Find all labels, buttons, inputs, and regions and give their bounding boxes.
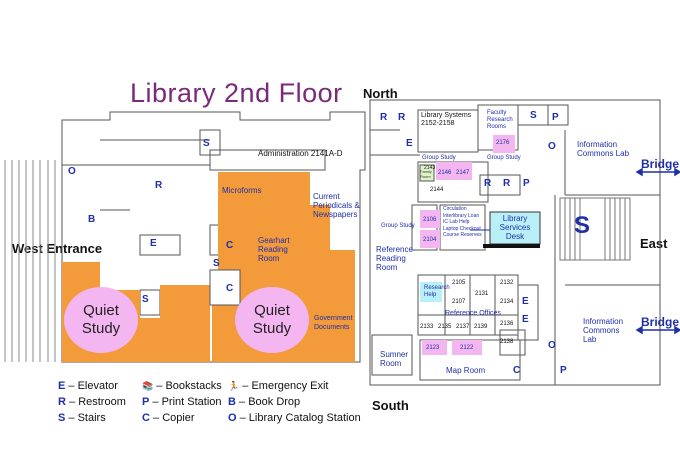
room-2144: 2144 xyxy=(430,187,444,193)
stairs-icon: S xyxy=(203,138,210,149)
group-study-north-b: Group Study xyxy=(487,155,521,161)
room-2146: 2146 xyxy=(438,170,452,176)
stairs-icon: S xyxy=(142,294,149,305)
compass-west-entrance: West Entrance xyxy=(12,241,103,256)
room-2135: 2135 xyxy=(438,324,452,330)
reference-reading-room-label: Reference Reading Room xyxy=(376,245,413,272)
legend-item-bookstacks: 📚 – Bookstacks xyxy=(142,380,222,392)
room-2132: 2132 xyxy=(500,280,514,286)
room-2147: 2147 xyxy=(456,170,470,176)
room-2139: 2139 xyxy=(474,324,488,330)
group-study-west: Group Study xyxy=(381,223,415,229)
restroom-icon: R xyxy=(503,178,511,189)
copier-icon: C xyxy=(226,283,234,294)
desk-services-list: Circulation Interlibrary Loan IC Lab Hel… xyxy=(443,206,482,239)
compass-north: North xyxy=(363,86,398,101)
quiet-study-gearhart-label: Quiet Study xyxy=(252,302,292,337)
catalog-station-icon: O xyxy=(548,340,556,351)
restroom-icon: R xyxy=(155,180,163,191)
legend-item-elevator: E – Elevator xyxy=(58,380,118,392)
main-stairs-icon: S xyxy=(574,212,591,239)
elevator-icon: E xyxy=(150,238,157,249)
microforms-label: Microforms xyxy=(222,186,262,195)
gearhart-reading-room-label: Gearhart Reading Room xyxy=(258,236,290,263)
map-room-label: Map Room xyxy=(446,366,486,375)
room-2137: 2137 xyxy=(456,324,470,330)
book-drop-icon: B xyxy=(88,214,96,225)
copier-icon: C xyxy=(226,240,234,251)
room-2122: 2122 xyxy=(460,345,474,351)
room-2131: 2131 xyxy=(475,291,489,297)
elevator-icon: E xyxy=(522,314,529,325)
room-2106: 2106 xyxy=(423,217,437,223)
compass-south: South xyxy=(372,398,409,413)
desk-service-item: IC Lab Help xyxy=(443,219,470,225)
quiet-study-west-label: Quiet Study xyxy=(81,302,121,337)
room-2143: 2143 xyxy=(424,165,436,171)
legend-col-3: 🏃 – Emergency Exit B – Book Drop O – Lib… xyxy=(228,378,361,426)
room-2136: 2136 xyxy=(500,321,514,327)
compass-east: East xyxy=(640,236,668,251)
room-2176: 2176 xyxy=(496,140,510,146)
legend-col-2: 📚 – Bookstacks P – Print Station C – Cop… xyxy=(142,378,222,426)
room-2107: 2107 xyxy=(452,299,466,305)
print-station-icon: P xyxy=(523,178,530,189)
room-2123: 2123 xyxy=(426,345,440,351)
desk-service-item: Course Reserves xyxy=(443,232,482,238)
bridge-north-label: Bridge xyxy=(641,157,680,171)
legend-item-stairs: S – Stairs xyxy=(58,412,106,424)
desk-service-item: Laptop Checkout xyxy=(443,225,481,232)
legend-item-book-drop: B – Book Drop xyxy=(228,396,301,408)
info-commons-north-label: Information Commons Lab xyxy=(577,140,630,158)
current-periodicals-label: Current Periodicals & Newspapers xyxy=(313,192,360,219)
legend-item-restroom: R – Restroom xyxy=(58,396,126,408)
stairs-icon: S xyxy=(530,110,537,121)
stairs-icon: S xyxy=(213,258,220,269)
desk-service-item: Circulation xyxy=(443,206,467,212)
print-station-icon: P xyxy=(560,365,567,376)
info-commons-south-label: Information Commons Lab xyxy=(583,317,624,344)
bridge-south-label: Bridge xyxy=(641,315,680,329)
catalog-station-icon: O xyxy=(68,166,76,177)
elevator-icon: E xyxy=(522,296,529,307)
research-help-label: Research Help xyxy=(424,285,450,298)
emergency-exit-icon: 🏃 xyxy=(228,381,240,391)
legend-item-print-station: P – Print Station xyxy=(142,396,222,408)
restroom-icon: R xyxy=(484,178,492,189)
catalog-station-icon: O xyxy=(548,141,556,152)
room-2138: 2138 xyxy=(500,339,514,345)
print-station-icon: P xyxy=(552,112,559,123)
faculty-research-label: Faculty Research Rooms xyxy=(487,110,513,130)
legend-item-copier: C – Copier xyxy=(142,412,195,424)
reference-offices-label: Reference Offices xyxy=(445,310,501,317)
legend-item-emergency-exit: 🏃 – Emergency Exit xyxy=(228,380,329,392)
government-documents-label: Government Documents xyxy=(314,315,353,331)
room-2134: 2134 xyxy=(500,299,514,305)
library-systems-label: Library Systems 2152-2158 xyxy=(421,112,472,127)
room-2104: 2104 xyxy=(423,237,437,243)
family-room-label: Family Room xyxy=(420,169,432,179)
sumner-room-label: Sumner Room xyxy=(380,350,409,368)
map-title: Library 2nd Floor xyxy=(130,78,343,108)
restroom-icon: R xyxy=(398,112,406,123)
library-services-desk-label[interactable]: Library Services Desk xyxy=(499,214,531,241)
legend-item-catalog: O – Library Catalog Station xyxy=(228,412,361,424)
legend-col-1: E – Elevator R – Restroom S – Stairs xyxy=(58,378,126,426)
bookstacks-icon: 📚 xyxy=(142,381,154,391)
room-2105: 2105 xyxy=(452,280,466,286)
administration-label: Administration 2141A-D xyxy=(258,149,343,158)
desk-service-item: Interlibrary Loan xyxy=(443,212,480,219)
copier-icon: C xyxy=(513,365,521,376)
elevator-icon: E xyxy=(406,138,413,149)
restroom-icon: R xyxy=(380,112,388,123)
group-study-north-a: Group Study xyxy=(422,155,456,161)
room-2133: 2133 xyxy=(420,324,434,330)
